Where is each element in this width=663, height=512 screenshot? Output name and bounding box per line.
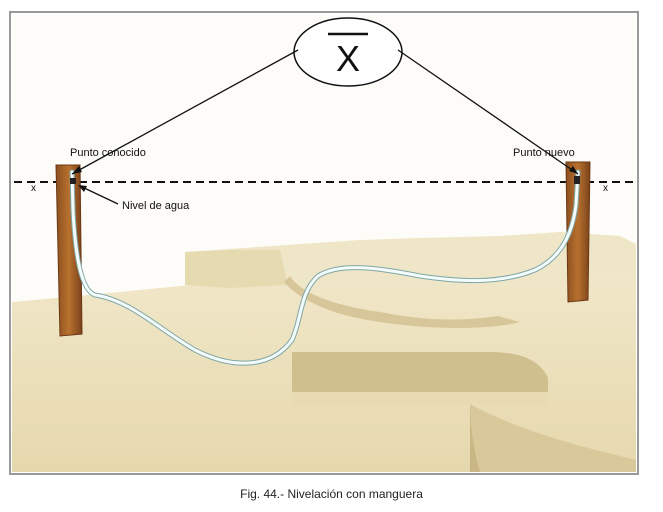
front-cut-top (470, 404, 480, 472)
mean-symbol: X (336, 38, 360, 79)
left-water-mark (70, 178, 76, 184)
back-terrain-front-face (185, 250, 288, 288)
water-level-arrowhead (78, 185, 87, 192)
left-stake (55, 164, 83, 337)
label-water-level: Nivel de agua (122, 200, 190, 212)
label-left-x: x (31, 183, 36, 194)
front-cut-face (470, 404, 636, 472)
pointer-left-arrowhead (72, 166, 82, 174)
pointer-right-arrowhead (569, 166, 578, 174)
label-left-point: Punto conocido (70, 147, 146, 159)
right-stake (565, 161, 591, 303)
water-level-pointer (79, 185, 119, 205)
lower-step-face (292, 352, 548, 392)
figure-caption: Fig. 44.- Nivelación con manguera (240, 487, 423, 501)
label-right-point: Punto nuevo (513, 147, 575, 159)
lower-step-top (292, 392, 548, 405)
trench-shadow (284, 276, 520, 328)
pointer-right (397, 49, 579, 175)
back-terrain-block (185, 232, 636, 292)
right-water-mark (574, 176, 580, 184)
pointer-left (71, 49, 299, 175)
label-right-x: x (603, 183, 608, 194)
water-hose-highlight (70, 170, 580, 365)
